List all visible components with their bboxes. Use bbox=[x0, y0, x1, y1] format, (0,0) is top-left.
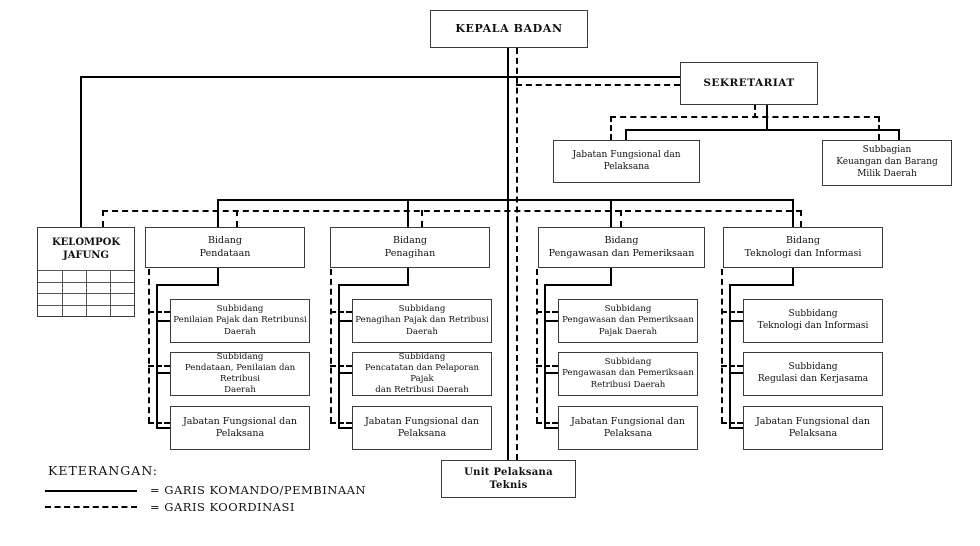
node-jabatan-fungsional-teknologi[interactable]: Jabatan Fungsional dan Pelaksana bbox=[743, 406, 883, 450]
koordinasi-col1-stub3 bbox=[148, 422, 170, 424]
koordinasi-col3-stub1 bbox=[536, 311, 558, 313]
koordinasi-col1-stub1 bbox=[148, 311, 170, 313]
node-bidang-pendataan[interactable]: Bidang Pendataan bbox=[145, 227, 305, 268]
koordinasi-drop-subbagian bbox=[878, 116, 880, 140]
komando-col3-bracket bbox=[544, 284, 546, 429]
koordinasi-col4-stub2 bbox=[721, 365, 743, 367]
koordinasi-tick-penagihan bbox=[421, 210, 423, 227]
node-unit-pelaksana-teknis[interactable]: Unit Pelaksana Teknis bbox=[441, 460, 576, 498]
komando-sekretariat-children-horizontal bbox=[625, 129, 900, 131]
node-sekretariat[interactable]: SEKRETARIAT bbox=[680, 62, 818, 105]
koordinasi-col2-bracket bbox=[330, 269, 332, 423]
koordinasi-col3-stub2 bbox=[536, 365, 558, 367]
node-subbidang-pendataan-penilaian[interactable]: Subbidang Pendataan, Penilaian dan Retri… bbox=[170, 352, 310, 396]
komando-col1-bracket bbox=[156, 284, 158, 429]
node-subbidang-pencatatan-pelaporan[interactable]: Subbidang Pencatatan dan Pelaporan Pajak… bbox=[352, 352, 492, 396]
komando-left-branch-horizontal bbox=[80, 76, 680, 78]
koordinasi-tick-teknologi bbox=[800, 210, 802, 227]
komando-col2-bracket bbox=[338, 284, 340, 429]
komando-col4-stub bbox=[792, 268, 794, 286]
komando-col3-elbow bbox=[544, 284, 612, 286]
node-subbidang-regulasi-kerjasama[interactable]: Subbidang Regulasi dan Kerjasama bbox=[743, 352, 883, 396]
node-kelompok-jafung[interactable]: KELOMPOK JAFUNG bbox=[37, 227, 135, 317]
node-subbagian-keuangan[interactable]: Subbagian Keuangan dan Barang Milik Daer… bbox=[822, 140, 952, 186]
koordinasi-tick-pendataan bbox=[236, 210, 238, 227]
komando-drop-jabatan-sek bbox=[625, 129, 627, 141]
koordinasi-col2-stub2 bbox=[330, 365, 352, 367]
komando-col4-bracket bbox=[729, 284, 731, 429]
koordinasi-col3-bracket bbox=[536, 269, 538, 423]
koordinasi-tick-jafung bbox=[102, 210, 104, 227]
komando-tick-penagihan bbox=[407, 199, 409, 227]
komando-col1-elbow bbox=[156, 284, 219, 286]
komando-col1-stub2 bbox=[156, 372, 172, 374]
komando-col3-stub2 bbox=[544, 372, 560, 374]
komando-col2-stub2 bbox=[338, 372, 354, 374]
node-jabatan-fungsional-pendataan[interactable]: Jabatan Fungsional dan Pelaksana bbox=[170, 406, 310, 450]
koordinasi-col1-stub2 bbox=[148, 365, 170, 367]
legend-solid-line-sample bbox=[45, 490, 137, 492]
komando-col3-stub bbox=[610, 268, 612, 286]
koordinasi-col2-stub3 bbox=[330, 422, 352, 424]
koordinasi-col3-stub3 bbox=[536, 422, 558, 424]
komando-center-vertical bbox=[507, 48, 509, 460]
komando-col4-stub1 bbox=[729, 320, 745, 322]
koordinasi-col1-bracket bbox=[148, 269, 150, 423]
komando-tick-pendataan bbox=[217, 199, 219, 227]
koordinasi-col4-bracket bbox=[721, 269, 723, 423]
legend-title: KETERANGAN: bbox=[48, 463, 159, 478]
node-jabatan-fungsional-penagihan[interactable]: Jabatan Fungsional dan Pelaksana bbox=[352, 406, 492, 450]
komando-col1-stub bbox=[217, 268, 219, 286]
node-jabatan-fungsional-sekretariat[interactable]: Jabatan Fungsional dan Pelaksana bbox=[553, 140, 700, 183]
komando-col2-stub3 bbox=[338, 427, 354, 429]
jafung-grid bbox=[38, 270, 134, 316]
koordinasi-drop-jabatan-sek bbox=[610, 116, 612, 140]
legend-koordinasi-label: = GARIS KOORDINASI bbox=[150, 500, 295, 514]
koordinasi-sekretariat-stub bbox=[754, 105, 756, 118]
komando-drop-subbagian bbox=[898, 129, 900, 141]
koordinasi-col2-stub1 bbox=[330, 311, 352, 313]
node-subbidang-teknologi-informasi[interactable]: Subbidang Teknologi dan Informasi bbox=[743, 299, 883, 343]
komando-col2-stub bbox=[407, 268, 409, 286]
komando-col2-elbow bbox=[338, 284, 409, 286]
kelompok-jafung-label: KELOMPOK JAFUNG bbox=[51, 236, 121, 262]
komando-col1-stub3 bbox=[156, 427, 172, 429]
node-jabatan-fungsional-pengawasan[interactable]: Jabatan Fungsional dan Pelaksana bbox=[558, 406, 698, 450]
node-bidang-teknologi[interactable]: Bidang Teknologi dan Informasi bbox=[723, 227, 883, 268]
koordinasi-col4-stub1 bbox=[721, 311, 743, 313]
koordinasi-center-vertical bbox=[516, 48, 518, 460]
komando-bidang-distribution bbox=[217, 199, 794, 201]
komando-col1-stub1 bbox=[156, 320, 172, 322]
koordinasi-distribution bbox=[102, 210, 802, 212]
node-bidang-penagihan[interactable]: Bidang Penagihan bbox=[330, 227, 490, 268]
node-bidang-pengawasan[interactable]: Bidang Pengawasan dan Pemeriksaan bbox=[538, 227, 705, 268]
komando-col3-stub1 bbox=[544, 320, 560, 322]
node-subbidang-penilaian-pajak[interactable]: Subbidang Penilaian Pajak dan Retribunsi… bbox=[170, 299, 310, 343]
koordinasi-sekretariat-children-horizontal bbox=[610, 116, 880, 118]
komando-col2-stub1 bbox=[338, 320, 354, 322]
koordinasi-to-sekretariat bbox=[516, 84, 680, 86]
legend-dashed-line-sample bbox=[45, 506, 137, 508]
komando-tick-teknologi bbox=[792, 199, 794, 227]
komando-col4-stub3 bbox=[729, 427, 745, 429]
koordinasi-tick-pengawasan bbox=[620, 210, 622, 227]
node-subbidang-pengawasan-pajak[interactable]: Subbidang Pengawasan dan Pemeriksaan Paj… bbox=[558, 299, 698, 343]
komando-col3-stub3 bbox=[544, 427, 560, 429]
koordinasi-col4-stub3 bbox=[721, 422, 743, 424]
komando-tick-pengawasan bbox=[610, 199, 612, 227]
komando-col4-elbow bbox=[729, 284, 794, 286]
komando-col4-stub2 bbox=[729, 372, 745, 374]
node-subbidang-penagihan-pajak[interactable]: Subbidang Penagihan Pajak dan Retribusi … bbox=[352, 299, 492, 343]
legend-komando-label: = GARIS KOMANDO/PEMBINAAN bbox=[150, 483, 367, 497]
node-kepala-badan[interactable]: KEPALA BADAN bbox=[430, 10, 588, 48]
node-subbidang-pengawasan-retribusi[interactable]: Subbidang Pengawasan dan Pemeriksaan Ret… bbox=[558, 352, 698, 396]
komando-jafung-drop bbox=[80, 76, 82, 227]
